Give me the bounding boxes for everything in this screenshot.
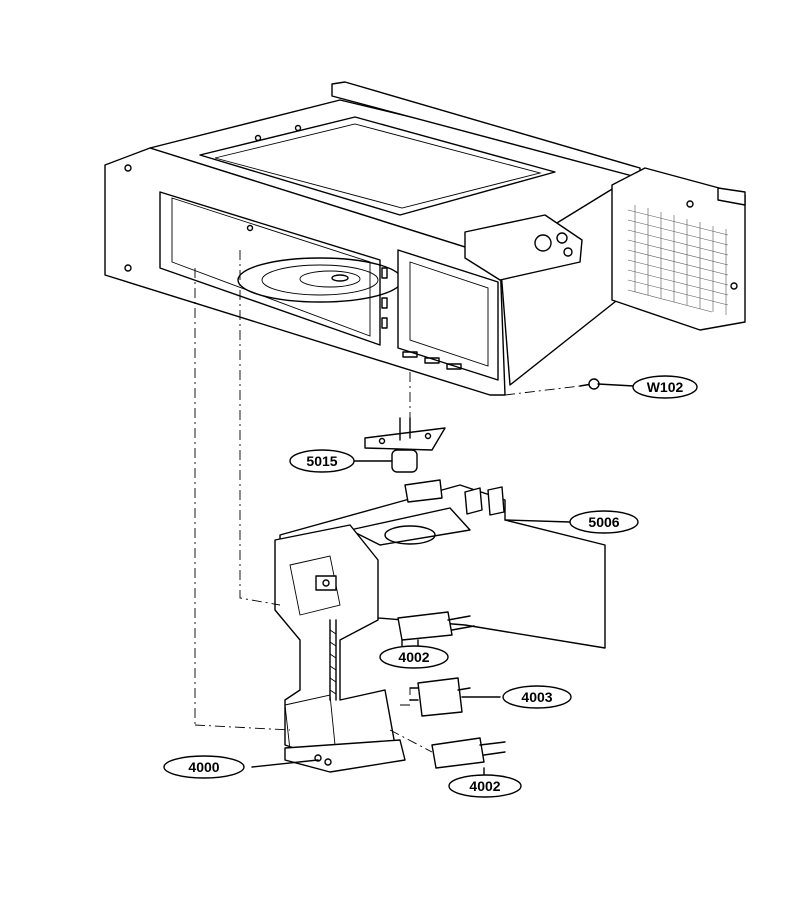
screw-w102 [579, 378, 600, 390]
leader-lines [251, 383, 635, 777]
callout-4002-upper-text: 4002 [398, 649, 429, 665]
callout-5015: 5015 [289, 449, 355, 473]
callout-5006: 5006 [569, 510, 639, 534]
micro-switch-4002-upper [397, 611, 475, 647]
callout-4002-lower-text: 4002 [469, 778, 500, 794]
microwave-cavity-assembly [104, 81, 746, 396]
callout-4002-upper: 4002 [379, 645, 449, 669]
switch-4003 [409, 677, 471, 717]
callout-4003-text: 4003 [521, 689, 552, 705]
callout-5006-text: 5006 [588, 514, 619, 530]
callout-w102-text: W102 [647, 379, 684, 395]
callout-4000: 4000 [163, 755, 245, 779]
callout-4000-text: 4000 [188, 759, 219, 775]
callout-4003: 4003 [502, 685, 572, 709]
callout-w102: W102 [632, 375, 698, 399]
callout-5015-text: 5015 [306, 453, 337, 469]
lamp-5015 [364, 417, 446, 473]
callout-4002-lower: 4002 [448, 774, 522, 798]
latch-lever-4000 [274, 524, 406, 773]
alignment-lines [194, 250, 581, 753]
micro-switch-4002-lower [431, 737, 506, 769]
